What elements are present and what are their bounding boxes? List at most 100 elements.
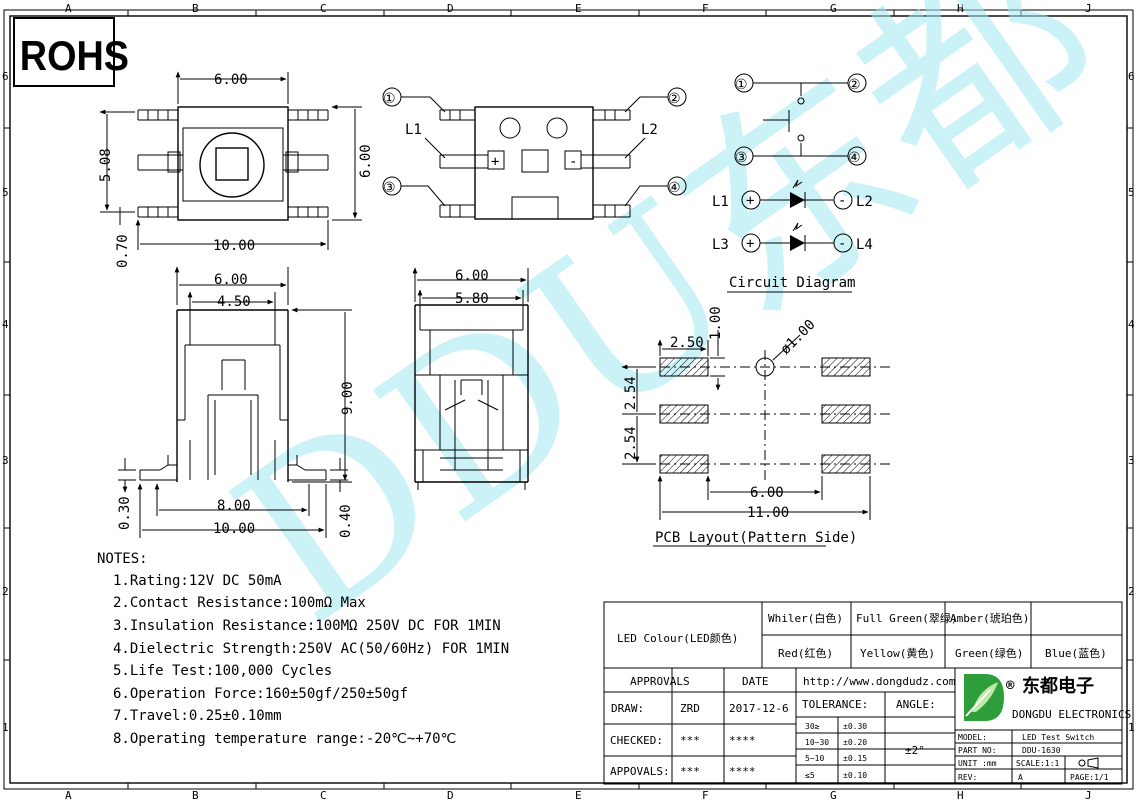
title-block: APPROVALS DATE http://www.dongdudz.com D… <box>603 667 1131 785</box>
circuit-pin3: ③ <box>735 150 748 166</box>
approvals-header: APPROVALS <box>630 675 690 688</box>
top-width-dim: 6.00 <box>214 72 248 88</box>
tol-value: ±0.20 <box>843 738 867 747</box>
notes: NOTES: 1.Rating:12V DC 50mA 2.Contact Re… <box>97 551 509 747</box>
tol-range: 30≥ <box>805 722 820 731</box>
part-label: PART NO: <box>958 746 997 755</box>
pinout-view: + - ① ② ③ ④ L1 L2 <box>382 87 687 220</box>
pinout-l2: L2 <box>641 122 658 138</box>
scale-label: SCALE:1:1 <box>1016 759 1060 768</box>
tol-range: ≤5 <box>805 771 815 780</box>
circuit-l3: L3 <box>712 237 729 253</box>
circuit-l4-minus: - <box>838 236 846 252</box>
pinout-minus: - <box>569 154 577 170</box>
led-colour-table: LED Colour(LED颜色) Whiler(白色) Full Green(… <box>603 601 1123 669</box>
note-item: 4.Dielectric Strength:250V AC(50/60Hz) F… <box>113 641 509 657</box>
led-colour-cell: Blue(蓝色) <box>1045 646 1107 660</box>
led-colour-cell: Whiler(白色) <box>768 611 843 625</box>
circuit-l3-plus: + <box>746 236 754 252</box>
date-header: DATE <box>742 675 769 688</box>
grid-row-label: 3 <box>1128 454 1135 467</box>
top-height2-dim: 6.00 <box>358 144 374 178</box>
rev-label: REV: <box>958 773 977 782</box>
grid-row-label: 3 <box>2 454 9 467</box>
grid-col-label: A <box>65 789 72 801</box>
grid-col-label: H <box>957 789 964 801</box>
pcb-d2-dim: 1.00 <box>708 306 724 340</box>
grid-col-label: G <box>830 2 837 15</box>
model-label: MODEL: <box>958 733 987 742</box>
pcb-d1-dim: 2.50 <box>670 335 704 351</box>
pcb-d3-dim: 2.54 <box>623 376 639 410</box>
circuit-pin1: ① <box>735 77 748 93</box>
angle-label: ANGLE: <box>896 698 936 711</box>
tol-value: ±0.10 <box>843 771 867 780</box>
company-name-en: DONGDU ELECTRONICS <box>1012 708 1131 721</box>
drawing-frame <box>3 9 1134 790</box>
appvals-label: APPOVALS: <box>610 765 670 778</box>
tol-value: ±0.30 <box>843 722 867 731</box>
note-item: 6.Operation Force:160±50gf/250±50gf <box>113 686 408 702</box>
checked-by: *** <box>680 734 700 747</box>
draw-by: ZRD <box>680 702 700 715</box>
watermark: DDU东都 <box>193 0 1138 672</box>
checked-label: CHECKED: <box>610 734 663 747</box>
grid-col-label: J <box>1085 789 1092 801</box>
circuit-l2: L2 <box>856 194 873 210</box>
circuit-diagram: ① ② ③ ④ L1 + - L2 L3 + - L4 Circuit Diag… <box>712 73 873 293</box>
checked-date: **** <box>729 734 756 747</box>
rohs-label: ROHS <box>20 33 129 79</box>
led-colour-cell: Amber(琥珀色) <box>950 611 1029 625</box>
company-name-cn: 东都电子 <box>1022 675 1094 697</box>
grid-col-label: F <box>702 2 709 15</box>
company-logo <box>964 674 1004 721</box>
grid-col-label: A <box>65 2 72 15</box>
tol-range: 10~30 <box>805 738 829 747</box>
tol-range: 5~10 <box>805 754 824 763</box>
top-lead-span-dim: 10.00 <box>213 238 255 254</box>
grid-row-label: 6 <box>1128 70 1135 83</box>
side-width2-dim: 4.50 <box>217 294 251 310</box>
side-width1-dim: 6.00 <box>214 272 248 288</box>
pcb-d5-dim: 6.00 <box>750 485 784 501</box>
grid-row-label: 1 <box>1128 721 1135 734</box>
led-colour-label: LED Colour(LED颜色) <box>617 631 738 645</box>
circuit-l1: L1 <box>712 194 729 210</box>
side-pitch-dim: 8.00 <box>217 498 251 514</box>
grid-col-label: B <box>192 2 199 15</box>
tol-value: ±0.15 <box>843 754 867 763</box>
note-item: 2.Contact Resistance:100mΩ Max <box>113 595 366 611</box>
grid-col-label: J <box>1085 2 1092 15</box>
grid-col-label: F <box>702 789 709 801</box>
note-item: 1.Rating:12V DC 50mA <box>113 573 282 589</box>
pinout-pin4: ④ <box>668 180 681 196</box>
projection-icon <box>1078 757 1099 769</box>
pcb-title: PCB Layout(Pattern Side) <box>655 530 857 546</box>
grid-col-label: C <box>320 789 327 801</box>
angle-value: ±2° <box>905 744 925 757</box>
grid-col-label: C <box>320 2 327 15</box>
led-colour-cell: Yellow(黄色) <box>860 646 935 660</box>
grid-col-label: B <box>192 789 199 801</box>
pinout-pin3: ③ <box>383 180 396 196</box>
top-height-dim: 5.08 <box>98 148 114 182</box>
note-item: 8.Operating temperature range:-20℃~+70℃ <box>113 731 456 747</box>
grid-row-label: 6 <box>2 70 9 83</box>
draw-label: DRAW: <box>611 702 644 715</box>
end-width1-dim: 6.00 <box>455 268 489 284</box>
note-item: 3.Insulation Resistance:100MΩ 250V DC FO… <box>113 618 501 634</box>
pinout-pin1: ① <box>383 91 396 107</box>
side-t2-dim: 0.40 <box>338 504 354 538</box>
top-view: 6.00 5.08 6.00 10.00 0.70 <box>98 72 374 268</box>
unit-label: UNIT :mm <box>958 759 997 768</box>
pcb-d4-dim: 2.54 <box>623 426 639 460</box>
grid-row-label: 2 <box>2 585 9 598</box>
tolerance-label: TOLERANCE: <box>802 698 868 711</box>
appvals-date: **** <box>729 765 756 778</box>
circuit-pin2: ② <box>848 77 861 93</box>
grid-col-label: D <box>447 789 454 801</box>
circuit-l1-plus: + <box>746 193 754 209</box>
led-colour-cell: Green(绿色) <box>955 646 1023 660</box>
note-item: 7.Travel:0.25±0.10mm <box>113 708 282 724</box>
circuit-l4: L4 <box>856 237 873 253</box>
